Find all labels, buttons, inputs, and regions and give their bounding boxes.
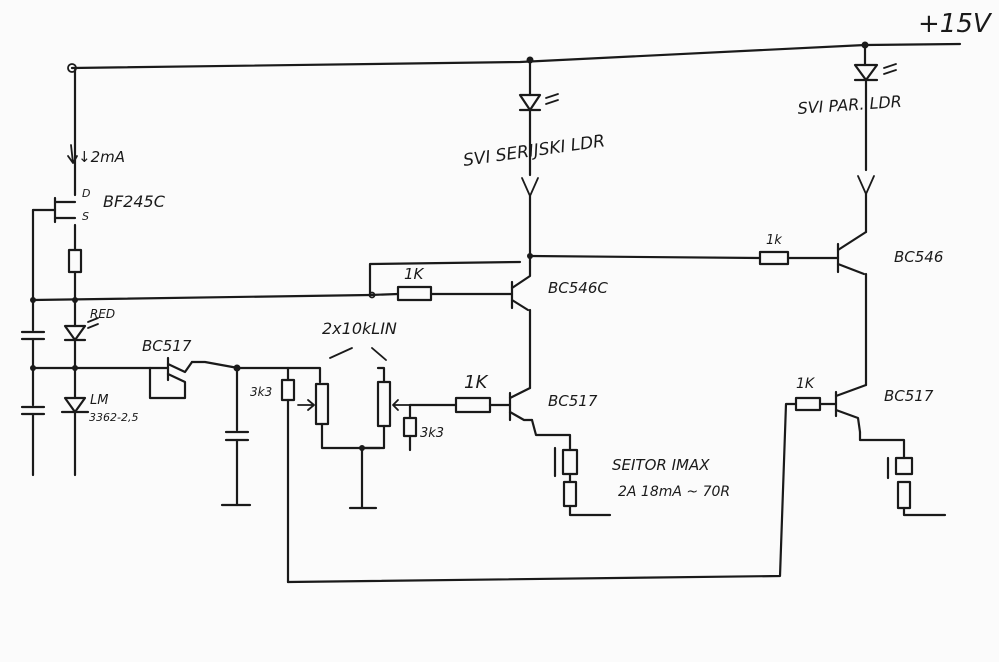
drain-label: D (82, 187, 90, 200)
bottom-return-wire (286, 402, 798, 584)
source-label: S (82, 210, 89, 223)
bc546-right-label: BC546 (894, 248, 943, 266)
r-1k-mid-label: 1K (464, 372, 488, 393)
relay-note-1: SEITOR IMAX (612, 456, 710, 474)
zener-lm-label: LM (90, 393, 108, 408)
r-1k-right-top-label: 1k (766, 233, 782, 248)
bc517-mid-label: BC517 (548, 392, 598, 410)
led-red-label: RED (90, 307, 115, 321)
bc546c-label: BC546C (548, 279, 608, 297)
pot-section (280, 347, 457, 584)
relay-note-2: 2A 18mA ~ 70R (618, 484, 730, 500)
zener-part-label: 3362-2,5 (89, 411, 138, 424)
bc517-left-label: BC517 (142, 337, 192, 355)
right-branch (528, 43, 947, 517)
supply-rail (67, 41, 962, 73)
left-branch (31, 68, 83, 302)
current-label: ↓2mA (78, 148, 125, 166)
led-parallel-label: SVI PAR. LDR (797, 92, 902, 118)
r-1k-top-label: 1K (404, 265, 425, 283)
pot-dual-label: 2x10kLIN (322, 319, 397, 338)
cap-ground-left (220, 366, 252, 507)
supply-label: +15V (918, 9, 993, 39)
middle-branch (454, 60, 612, 517)
r-1k-right-bottom-label: 1K (796, 376, 816, 392)
led-series-label: SVI SERIJSKI LDR (462, 131, 606, 171)
mid-bus (30, 260, 522, 303)
jfet-label: BF245C (103, 192, 166, 211)
r-3k3-left-label: 3k3 (250, 385, 272, 399)
r-3k3-right-label: 3k3 (420, 426, 444, 441)
left-lower (20, 298, 152, 477)
bc517-right-label: BC517 (884, 387, 934, 405)
